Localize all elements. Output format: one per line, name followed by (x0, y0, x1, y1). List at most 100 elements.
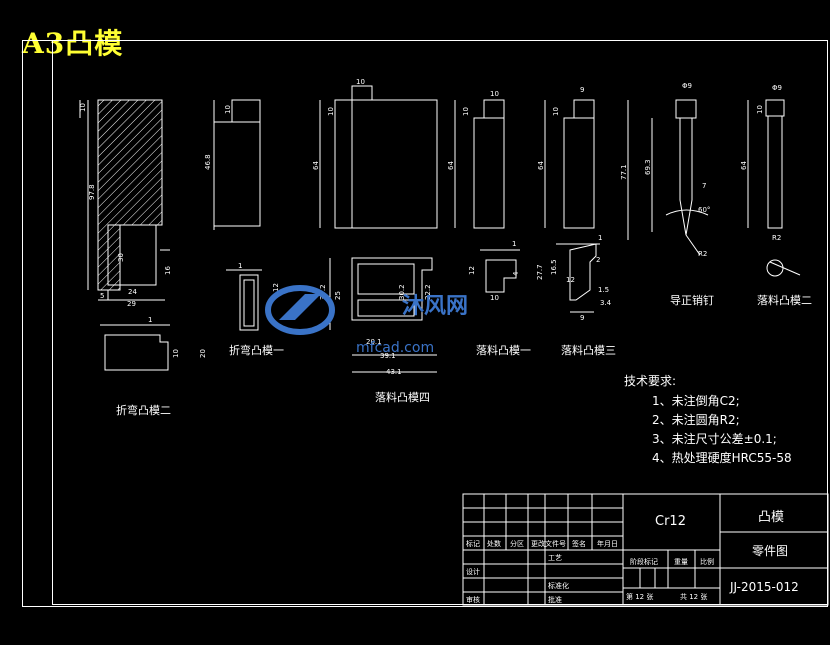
dim-12: 12 (272, 283, 280, 292)
tech-req-item: 3、未注尺寸公差±0.1; (652, 432, 777, 446)
dim-30-2: 30.2 (398, 284, 406, 300)
tb-row-label: 工艺 (548, 554, 562, 562)
dim-3-4: 3.4 (600, 299, 612, 307)
watermark-logo-icon (265, 285, 335, 335)
dim-16-5: 16.5 (550, 259, 558, 275)
label-bend-punch-2: 折弯凸模二 (116, 404, 171, 417)
dim-43-1: 43.1 (386, 368, 402, 376)
dim-5: 5 (100, 292, 104, 300)
guide-pin-view (627, 99, 709, 256)
sheet-total: 共 12 张 (680, 593, 708, 601)
tb-row-label: 审核 (466, 596, 480, 604)
drawing-title: A3凸模 (22, 27, 124, 60)
dim-60deg: 60° (698, 206, 710, 214)
blank-punch-1-profile (480, 249, 520, 293)
dim-64b: 64 (447, 161, 455, 170)
dim-2: 2 (596, 256, 600, 264)
dim-30: 30 (117, 253, 125, 262)
dim-10d: 10 (356, 78, 365, 86)
dim-12c: 12 (566, 276, 575, 284)
drawing-type: 零件图 (752, 544, 789, 558)
dim-64d: 64 (740, 161, 748, 170)
bend-punch-2-bottom-view (100, 324, 170, 371)
bend-punch-1-profile (226, 269, 262, 331)
tb-row-label: 标记 (466, 540, 480, 548)
dim-20-1: 20.1 (366, 338, 382, 346)
dim-1b: 1 (238, 262, 242, 270)
tech-req-item: 4、热处理硬度HRC55-58 (652, 451, 792, 465)
material: Cr12 (655, 514, 686, 529)
part-name: 凸模 (758, 510, 785, 525)
dim-10c: 10 (224, 105, 232, 114)
blank-punch-3-view (544, 99, 595, 229)
blank-punch-2-view (747, 99, 801, 277)
label-blank-punch-4: 落料凸模四 (375, 391, 430, 404)
tech-req-heading: 技术要求: (624, 374, 677, 388)
dim-69-3: 69.3 (644, 159, 652, 175)
drawing-number: JJ-2015-012 (730, 580, 799, 594)
dim-16: 16 (164, 266, 172, 275)
dim-64c: 64 (537, 161, 545, 170)
dim-phi9b: Φ9 (772, 84, 782, 92)
inner-frame (52, 40, 828, 605)
label-bend-punch-1: 折弯凸模一 (229, 344, 284, 357)
dim-20: 20 (199, 349, 207, 358)
dim-7: 7 (702, 182, 706, 190)
watermark-brand: 沐风网 (402, 294, 469, 319)
dim-1-5: 1.5 (598, 286, 609, 294)
dim-9a: 9 (580, 86, 584, 94)
tb-col-label: 分区 (510, 540, 524, 548)
dim-46-8: 46.8 (204, 154, 212, 170)
tb-col-label: 年月日 (597, 540, 618, 548)
dim-10a: 10 (79, 103, 87, 112)
dim-10b: 10 (172, 349, 180, 358)
watermark-url: mfcad.com (356, 340, 435, 356)
bend-punch-2-view (79, 99, 170, 301)
blank-punch-3-profile (556, 243, 600, 313)
watermark (265, 280, 335, 344)
bend-punch-1-view (213, 99, 261, 230)
tb-col-label: 签名 (572, 540, 586, 548)
title-block-grid (462, 493, 829, 606)
dim-10e: 10 (327, 107, 335, 116)
tech-req-item: 2、未注圆角R2; (652, 413, 740, 427)
dim-97-8: 97.8 (88, 184, 96, 200)
tb-cell: 阶段标记 (630, 558, 658, 566)
dim-10j: 10 (490, 294, 499, 302)
tb-cell: 重量 (674, 558, 688, 566)
dim-25: 25 (334, 291, 342, 300)
tb-cell: 批准 (548, 596, 562, 604)
sheet-number: 第 12 张 (626, 593, 654, 601)
tb-row-label: 设计 (466, 568, 480, 576)
dim-phi9a: Φ9 (682, 82, 692, 90)
dim-22-2: 22.2 (424, 284, 432, 300)
dim-77-1: 77.1 (620, 164, 628, 180)
dim-24: 24 (128, 288, 137, 296)
tb-col-label: 更改文件号 (531, 540, 566, 548)
label-blank-punch-2: 落料凸模二 (757, 294, 812, 307)
dim-27-7: 27.7 (536, 264, 544, 280)
label-blank-punch-1: 落料凸模一 (476, 344, 531, 357)
tb-cell: 标准化 (548, 582, 569, 590)
label-blank-punch-3: 落料凸模三 (561, 344, 616, 357)
tb-col-label: 处数 (487, 540, 501, 548)
dim-10g: 10 (462, 107, 470, 116)
tb-cell: 比例 (700, 558, 714, 566)
label-guide-pin: 导正销钉 (670, 294, 714, 307)
dim-39-1: 39.1 (380, 352, 396, 360)
blank-punch-1-view (454, 99, 505, 229)
dim-12b: 12 (468, 266, 476, 275)
dim-64a: 64 (312, 161, 320, 170)
blank-punch-4-view (319, 85, 438, 229)
tech-req-item: 1、未注倒角C2; (652, 394, 740, 408)
dim-r2b: R2 (772, 234, 781, 242)
dim-1c: 1 (512, 240, 516, 248)
dim-1a: 1 (148, 316, 152, 324)
dim-4: 4 (512, 271, 520, 276)
dim-10i: 10 (756, 105, 764, 114)
dim-10f: 10 (490, 90, 499, 98)
dim-1d: 1 (598, 234, 602, 242)
dim-29: 29 (127, 300, 136, 308)
dim-r2: R2 (698, 250, 707, 258)
